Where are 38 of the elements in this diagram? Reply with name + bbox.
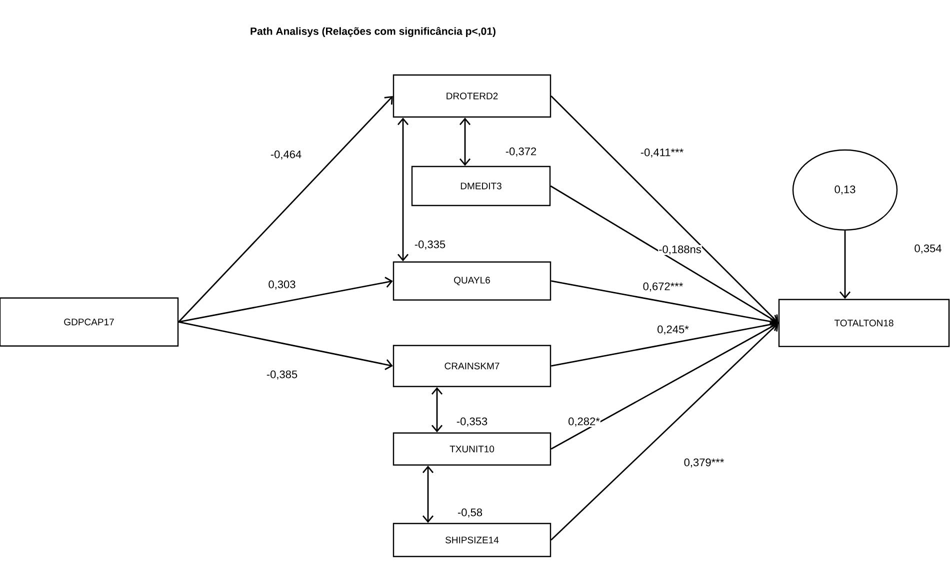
edge-label: -0,188ns: [659, 245, 701, 255]
arrow: [839, 230, 851, 299]
arrow: [431, 387, 443, 432]
title: Path Analisys (Relações com significância p<,01): [250, 26, 496, 38]
variable-box: QUAYL6: [392, 261, 552, 301]
arrow: [178, 276, 393, 323]
variable-box: TXUNIT10: [392, 432, 552, 466]
arrow: [550, 318, 778, 367]
edge-label: 0,672***: [643, 282, 683, 292]
arrow: [550, 185, 778, 324]
edge-label: -0,353: [456, 417, 488, 427]
edge-label: -0,58: [458, 508, 482, 518]
variable-box: SHIPSIZE14: [392, 522, 552, 558]
arrow: [397, 118, 409, 262]
arrow: [178, 321, 393, 370]
arrow: [459, 118, 471, 166]
variable-box: CRAINSKM7: [392, 344, 552, 388]
edge-label: -0,411***: [640, 148, 684, 158]
ellipse-node: 0,13: [792, 149, 898, 231]
edge-label: -0,464: [270, 150, 302, 160]
arrow: [178, 96, 393, 322]
edge-label: -0,385: [266, 370, 298, 380]
arrow: [550, 321, 778, 450]
edge-label: 0,245*: [658, 325, 689, 335]
edge-label: 0,282*: [568, 417, 600, 427]
variable-box: GDPCAP17: [0, 297, 179, 347]
coefficient-label: 0,354: [914, 244, 942, 254]
arrow: [550, 96, 778, 323]
edge-label: -0,335: [414, 240, 446, 250]
variable-box: DMEDIT3: [411, 166, 551, 206]
variable-box: DROTERD2: [392, 74, 552, 118]
arrow: [550, 323, 778, 540]
edge-label: 0,303: [268, 280, 296, 290]
arrow: [422, 466, 434, 523]
edge-label: -0,372: [506, 147, 536, 157]
arrow: [550, 280, 778, 328]
variable-box: TOTALTON18: [778, 298, 950, 348]
edge-label: 0,379***: [684, 458, 724, 468]
